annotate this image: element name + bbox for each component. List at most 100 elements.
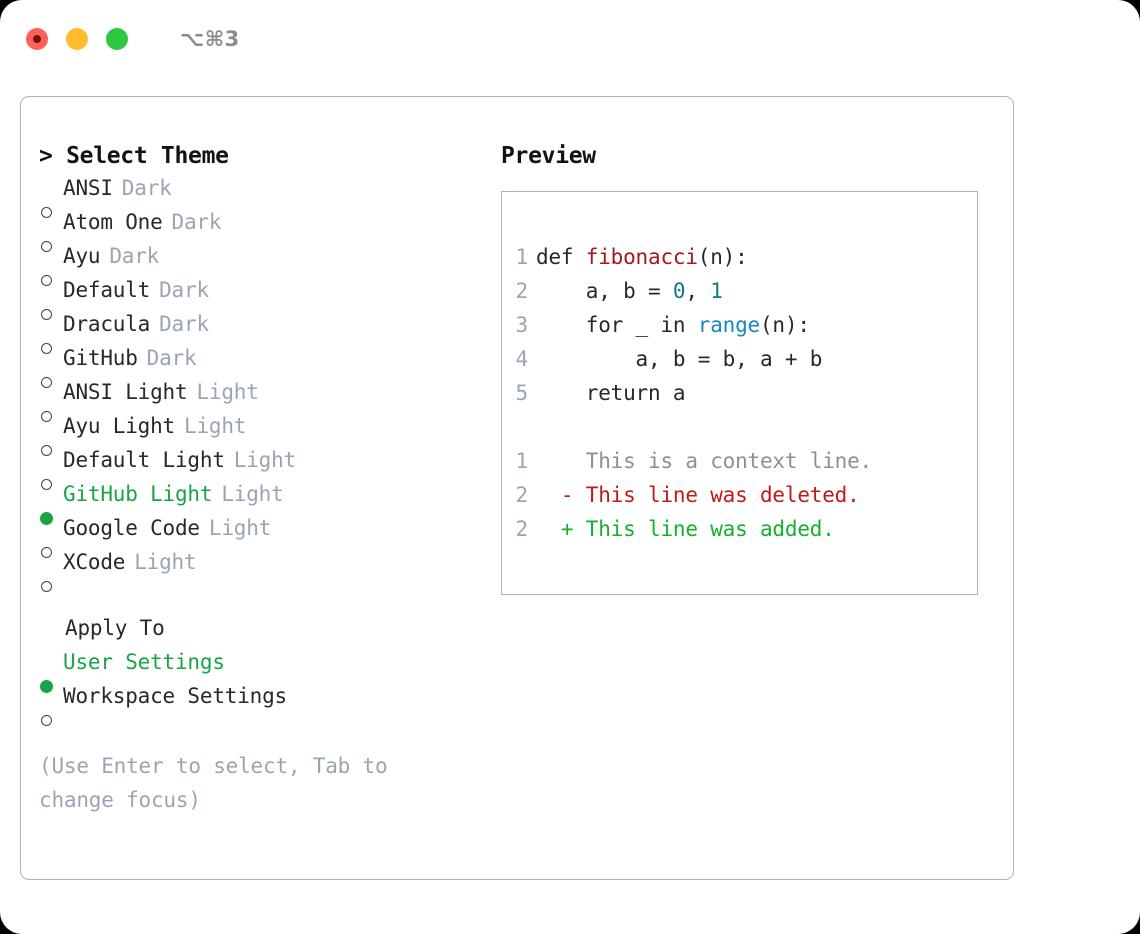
radio-shape	[41, 479, 52, 490]
code-token-plain: ,	[685, 279, 711, 303]
line-number: 2	[515, 279, 529, 303]
theme-option[interactable]: ANSI Light Light	[39, 375, 483, 422]
theme-option-label: Google Code	[63, 516, 200, 540]
radio-shape	[41, 445, 52, 456]
theme-variant-tag: Dark	[159, 312, 209, 336]
code-token-plain: (n):	[759, 313, 810, 337]
theme-variant-tag: Dark	[159, 278, 209, 302]
theme-variant-tag: Light	[134, 550, 197, 574]
diff-line: 1 This is a context line.	[502, 444, 977, 478]
line-number: 2	[515, 483, 529, 507]
code-token-fn: fibonacci	[585, 245, 698, 269]
theme-variant-tag: Light	[196, 380, 259, 404]
theme-option-label: GitHub	[63, 346, 138, 370]
apply-to-option[interactable]: User Settings	[39, 645, 483, 693]
select-theme-heading: > Select Theme	[39, 143, 229, 169]
line-number: 2	[515, 517, 529, 541]
window-titlebar: ⌥⌘3	[0, 0, 1140, 78]
radio-shape	[41, 715, 52, 726]
close-icon	[33, 35, 41, 43]
line-number: 4	[515, 347, 529, 371]
code-token-plain: a, b = b, a + b	[536, 347, 823, 371]
diff-line: 2 + This line was added.	[502, 512, 977, 546]
theme-variant-tag: Dark	[146, 346, 197, 370]
code-line-text: def fibonacci(n):	[536, 240, 748, 274]
diff-sign: -	[536, 483, 574, 507]
theme-option-label: Ayu	[63, 244, 101, 268]
theme-option-label: Ayu Light	[63, 414, 175, 438]
diff-line: 2 - This line was deleted.	[502, 478, 977, 512]
maximize-button[interactable]	[106, 28, 128, 50]
keyboard-shortcut-label: ⌥⌘3	[180, 27, 240, 51]
radio-shape	[41, 241, 52, 252]
window-controls	[26, 28, 128, 50]
theme-variant-tag: Dark	[109, 244, 160, 268]
diff-line-text: This is a context line.	[573, 449, 872, 473]
theme-variant-tag: Light	[208, 516, 272, 540]
preview-heading: Preview	[501, 143, 596, 169]
theme-option[interactable]: Default Dark	[39, 273, 483, 320]
apply-to-option-label: User Settings	[63, 650, 225, 674]
theme-option-label: ANSI	[63, 176, 113, 200]
apply-to-heading: Apply To	[65, 616, 165, 640]
theme-option[interactable]: Ayu Light Light	[39, 409, 483, 456]
theme-option[interactable]: Atom One Dark	[39, 205, 483, 252]
theme-variant-tag: Light	[184, 414, 247, 438]
radio-shape	[41, 547, 52, 558]
code-token-plain: for _ in	[536, 313, 698, 337]
close-button[interactable]	[26, 28, 48, 50]
code-token-plain: a, b =	[536, 279, 673, 303]
radio-shape	[41, 207, 52, 218]
line-number: 5	[515, 381, 529, 405]
radio-shape	[41, 411, 52, 422]
apply-to-option[interactable]: Workspace Settings	[39, 679, 483, 726]
diff-sign: +	[536, 517, 574, 541]
theme-option[interactable]: Google Code Light	[39, 511, 483, 558]
theme-variant-tag: Dark	[121, 176, 172, 200]
code-token-plain: return a	[536, 381, 686, 405]
code-line-text: a, b = 0, 1	[536, 274, 723, 308]
code-line: 5 return a	[502, 376, 977, 410]
radio-shape	[40, 512, 53, 525]
radio-shape	[41, 581, 52, 592]
code-line: 4 a, b = b, a + b	[502, 342, 977, 376]
radio-shape	[41, 309, 52, 320]
theme-option[interactable]: XCode Light	[39, 545, 483, 592]
diff-line-text: This line was added.	[573, 517, 835, 541]
radio-shape	[41, 377, 52, 388]
theme-option-label: Default Light	[63, 448, 225, 472]
theme-option-label: Default	[63, 278, 151, 302]
diff-line-text: This line was deleted.	[573, 483, 860, 507]
theme-option[interactable]: GitHub Dark	[39, 341, 483, 388]
theme-variant-tag: Dark	[171, 210, 222, 234]
minimize-button[interactable]	[66, 28, 88, 50]
theme-option-label: ANSI Light	[63, 380, 188, 404]
code-token-plain: (n):	[697, 245, 748, 269]
spacer	[502, 410, 977, 444]
radio-shape	[41, 343, 52, 354]
theme-option[interactable]: ANSI Dark	[39, 171, 483, 218]
code-line: 2 a, b = 0, 1	[502, 274, 977, 308]
theme-option[interactable]: Ayu Dark	[39, 239, 483, 286]
code-line-text: for _ in range(n):	[536, 308, 810, 342]
theme-variant-tag: Light	[221, 482, 284, 506]
code-line-text: return a	[536, 376, 686, 410]
theme-variant-tag: Light	[233, 448, 296, 472]
diff-sign	[536, 444, 573, 478]
code-token-kwfn: range	[697, 313, 760, 337]
theme-option-label: XCode	[63, 550, 126, 574]
theme-option[interactable]: Default Light Light	[39, 443, 483, 490]
code-line-text: a, b = b, a + b	[536, 342, 823, 376]
code-token-plain: def	[536, 245, 586, 269]
theme-option-label: Atom One	[63, 210, 163, 234]
